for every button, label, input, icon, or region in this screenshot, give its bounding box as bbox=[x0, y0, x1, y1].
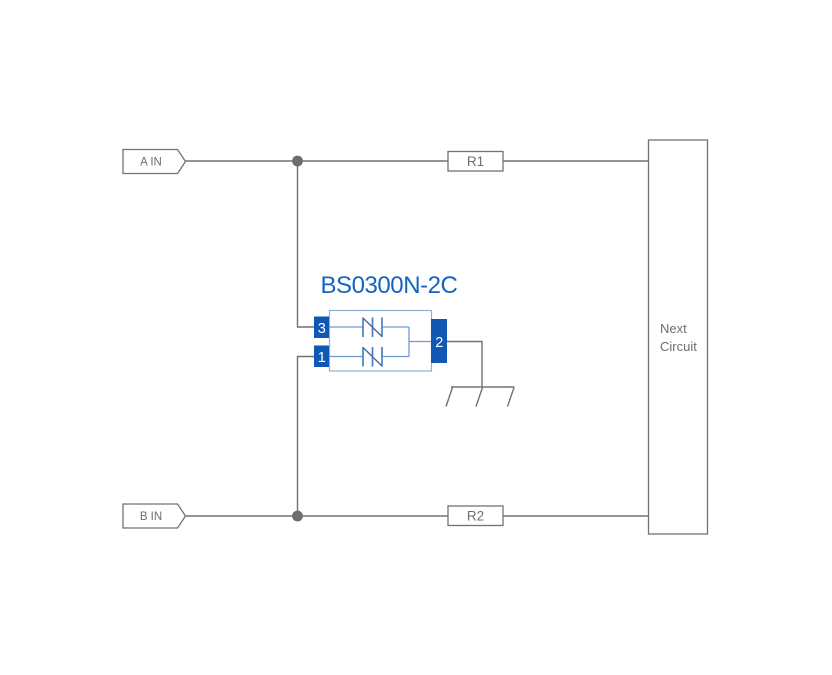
svg-text:B IN: B IN bbox=[140, 511, 162, 523]
svg-text:BS0300N-2C: BS0300N-2C bbox=[321, 272, 458, 299]
svg-text:R1: R1 bbox=[467, 154, 484, 169]
svg-text:2: 2 bbox=[435, 335, 443, 351]
svg-text:1: 1 bbox=[318, 350, 326, 366]
svg-text:Circuit: Circuit bbox=[660, 339, 697, 354]
svg-text:3: 3 bbox=[318, 321, 326, 337]
svg-text:R2: R2 bbox=[467, 509, 484, 524]
svg-text:A IN: A IN bbox=[140, 157, 162, 169]
svg-text:Next: Next bbox=[660, 321, 687, 336]
